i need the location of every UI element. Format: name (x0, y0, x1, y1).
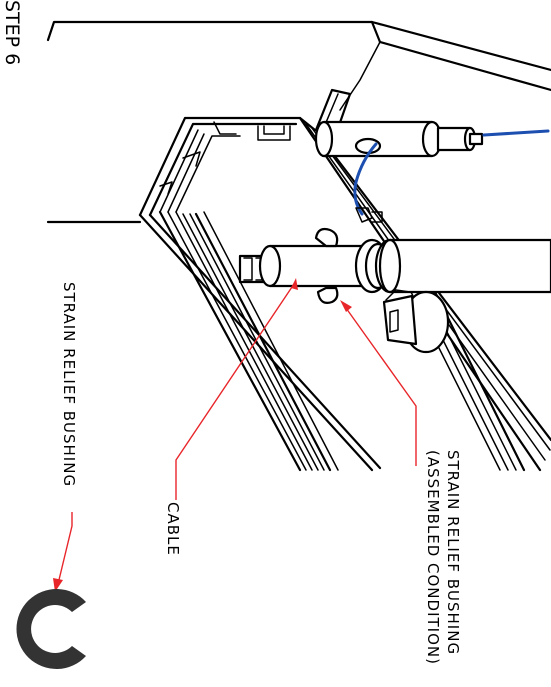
label-strain-relief-bushing: STRAIN RELIEF BUSHING (60, 282, 78, 487)
rail-channel (138, 88, 551, 472)
cable-assembly (238, 227, 551, 304)
fiber-connector-top (314, 120, 550, 216)
leader-bushing-detail (57, 512, 73, 585)
c-shaped-bushing-icon (16, 589, 86, 670)
label-strain-relief-assembled-line2: (ASSEMBLED CONDITION) (424, 450, 442, 665)
label-strain-relief-assembled-line1: STRAIN RELIEF BUSHING (444, 450, 462, 655)
label-cable: CABLE (164, 502, 182, 556)
clip-fastener (355, 207, 383, 223)
enclosure-outline (46, 20, 551, 224)
leader-cable (175, 283, 295, 500)
fiber-cable-blue (482, 129, 550, 137)
step-heading: STEP 6 (1, 0, 23, 65)
leader-bushing-assembled (345, 307, 417, 466)
knob-cap (382, 289, 450, 354)
